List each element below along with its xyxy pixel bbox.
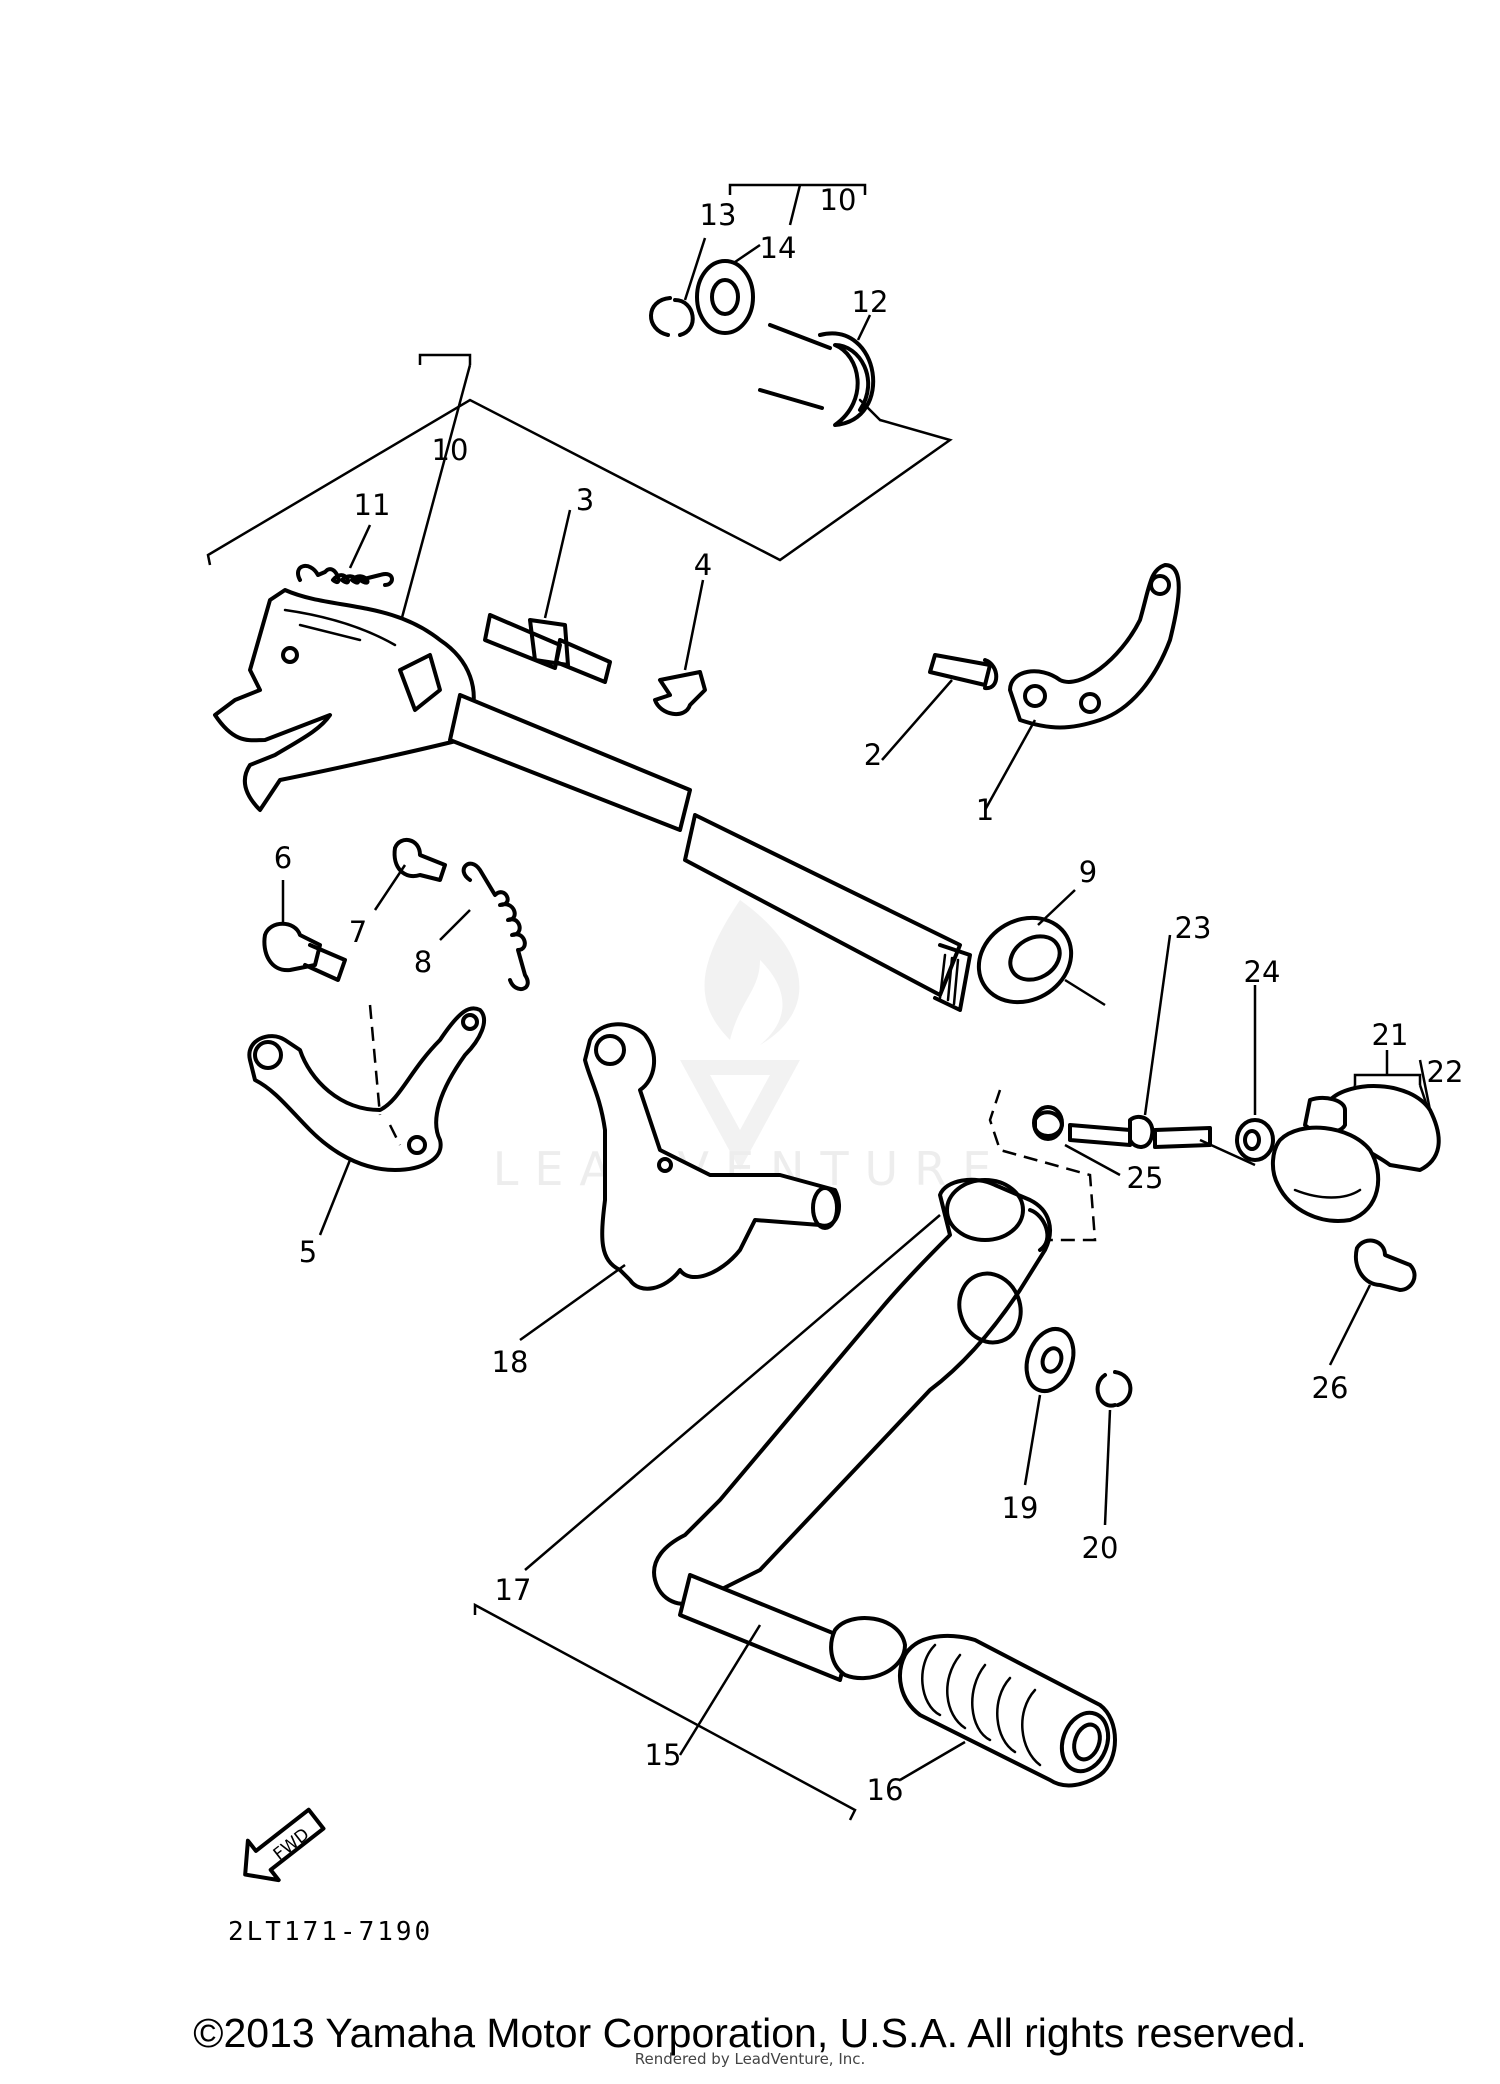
part-shift-shaft-arm	[213, 588, 972, 1012]
callout-19: 19	[1002, 1491, 1039, 1525]
callout-2: 2	[864, 738, 882, 772]
copyright-notice: ©2013 Yamaha Motor Corporation, U.S.A. A…	[193, 2010, 1307, 2056]
callout-15: 15	[645, 1738, 682, 1772]
part-group-10-lower	[398, 353, 472, 626]
callout-16: 16	[867, 1773, 904, 1807]
callout-12: 12	[852, 285, 889, 319]
callout-26: 26	[1312, 1371, 1349, 1405]
callout-17: 17	[495, 1573, 532, 1607]
callout-13: 13	[700, 198, 737, 232]
callout-18: 18	[492, 1345, 529, 1379]
part-12-torsion-spring	[758, 314, 876, 427]
part-18-lever	[519, 1022, 841, 1342]
callout-10-lower: 10	[432, 433, 469, 467]
callout-14: 14	[760, 231, 797, 265]
callout-labels: 1 2 3 4 5 6 7 8 9 10 10 11 12 13 14 15 1…	[274, 183, 1464, 1807]
part-2-bolt	[881, 653, 999, 761]
callout-4: 4	[694, 548, 712, 582]
rendered-by-credit: Rendered by LeadVenture, Inc.	[634, 2050, 866, 2068]
part-20-clip	[1095, 1370, 1133, 1526]
part-group-10-upper	[206, 183, 953, 566]
callout-21: 21	[1372, 1018, 1409, 1052]
part-25-nut	[988, 1089, 1121, 1242]
callout-3: 3	[576, 483, 594, 517]
part-17-shift-pedal	[524, 1177, 1052, 1606]
part-14-washer	[695, 243, 761, 335]
part-11-spring	[296, 524, 394, 587]
callout-9: 9	[1079, 855, 1097, 889]
callout-1: 1	[976, 793, 994, 827]
callout-22: 22	[1427, 1055, 1464, 1089]
part-3-stud	[483, 509, 612, 684]
callout-25: 25	[1127, 1161, 1164, 1195]
part-19-washer	[1023, 1327, 1076, 1486]
part-15-shift-peg	[473, 1573, 907, 1821]
part-13-circlip	[649, 237, 707, 337]
callout-10-upper: 10	[820, 183, 857, 217]
part-16-footpeg-rubber	[898, 1633, 1117, 1788]
callout-20: 20	[1082, 1531, 1119, 1565]
callout-11: 11	[354, 488, 391, 522]
part-21-joint-assembly	[1271, 1050, 1441, 1223]
fwd-direction-marker: FWD	[243, 1807, 326, 1883]
callout-6: 6	[274, 841, 292, 875]
part-1-arm	[983, 563, 1181, 811]
part-5-lever	[247, 1004, 486, 1236]
callout-5: 5	[299, 1235, 317, 1269]
part-22-cap	[1418, 1059, 1432, 1111]
drawing-code: 2LT171-7190	[228, 1917, 433, 1947]
part-26-bolt	[1328, 1238, 1417, 1366]
part-24-nut	[1235, 985, 1275, 1162]
part-7-bolt	[373, 838, 447, 911]
callout-24: 24	[1244, 955, 1281, 989]
callout-7: 7	[349, 915, 367, 949]
callout-8: 8	[414, 945, 432, 979]
part-6-bolt	[262, 880, 347, 982]
part-8-spring	[439, 861, 530, 991]
part-4-clip	[653, 579, 707, 716]
part-9-bearing	[976, 889, 1076, 1005]
callout-23: 23	[1175, 911, 1212, 945]
